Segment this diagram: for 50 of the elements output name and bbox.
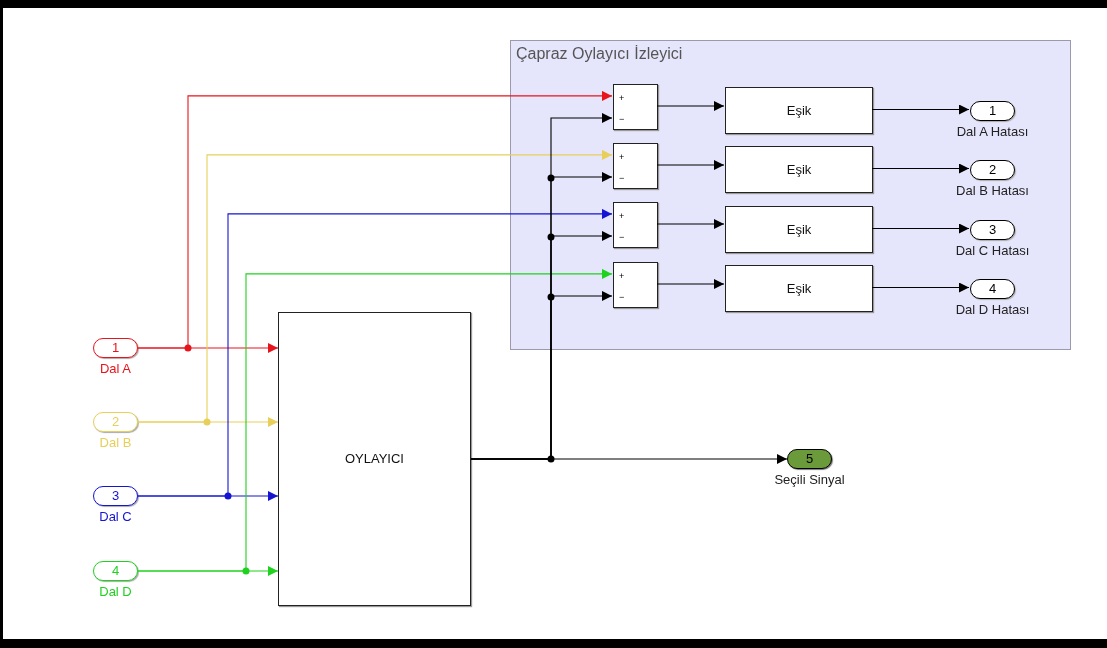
port-label: Dal A	[99, 361, 132, 376]
signal-line	[137, 90, 613, 349]
port-sign: +	[619, 271, 625, 281]
signal-line	[137, 208, 613, 497]
function-block: Eşik	[725, 206, 873, 253]
sum-block	[613, 143, 658, 189]
port-sign: −	[619, 114, 625, 124]
signal-line	[656, 279, 725, 289]
port-sign: −	[619, 173, 625, 183]
port-label: Dal D Hatası	[955, 302, 1030, 317]
function-block: Eşik	[725, 265, 873, 312]
outport-pill: 5	[787, 449, 832, 469]
port-label: Dal B	[99, 435, 132, 450]
signal-line	[656, 160, 725, 170]
port-label: Dal D	[99, 584, 132, 599]
port-sign: −	[619, 292, 625, 302]
function-block: Eşik	[725, 87, 873, 134]
function-block: OYLAYICI	[278, 312, 471, 606]
port-sign: +	[619, 152, 625, 162]
outport-pill: 2	[970, 160, 1015, 180]
outport-pill: 4	[970, 279, 1015, 299]
port-label: Dal C Hatası	[955, 243, 1030, 258]
signal-line	[137, 149, 613, 423]
port-sign: +	[619, 211, 625, 221]
sum-block	[613, 84, 658, 130]
inport-pill: 2	[93, 412, 138, 432]
signal-line	[871, 163, 970, 174]
inport-pill: 4	[93, 561, 138, 581]
port-label: Dal A Hatası	[956, 124, 1029, 139]
outport-pill: 3	[970, 220, 1015, 240]
signal-line	[871, 223, 970, 234]
outport-pill: 1	[970, 101, 1015, 121]
port-sign: +	[619, 93, 625, 103]
inport-pill: 1	[93, 338, 138, 358]
subsystem-panel	[510, 40, 1071, 350]
port-sign: −	[619, 232, 625, 242]
port-label: Seçili Sinyal	[774, 472, 845, 487]
signal-line	[871, 282, 970, 293]
sum-block	[613, 262, 658, 308]
signal-line	[656, 101, 725, 111]
port-label: Dal B Hatası	[956, 183, 1029, 198]
function-block: Eşik	[725, 146, 873, 193]
signal-line	[137, 268, 613, 572]
port-label: Dal C	[99, 509, 132, 524]
inport-pill: 3	[93, 486, 138, 506]
signal-line	[656, 219, 725, 229]
sum-block	[613, 202, 658, 248]
signal-line	[871, 104, 970, 115]
subsystem-title: Çapraz Oylayıcı İzleyici	[516, 44, 683, 64]
signal-line	[470, 290, 613, 460]
